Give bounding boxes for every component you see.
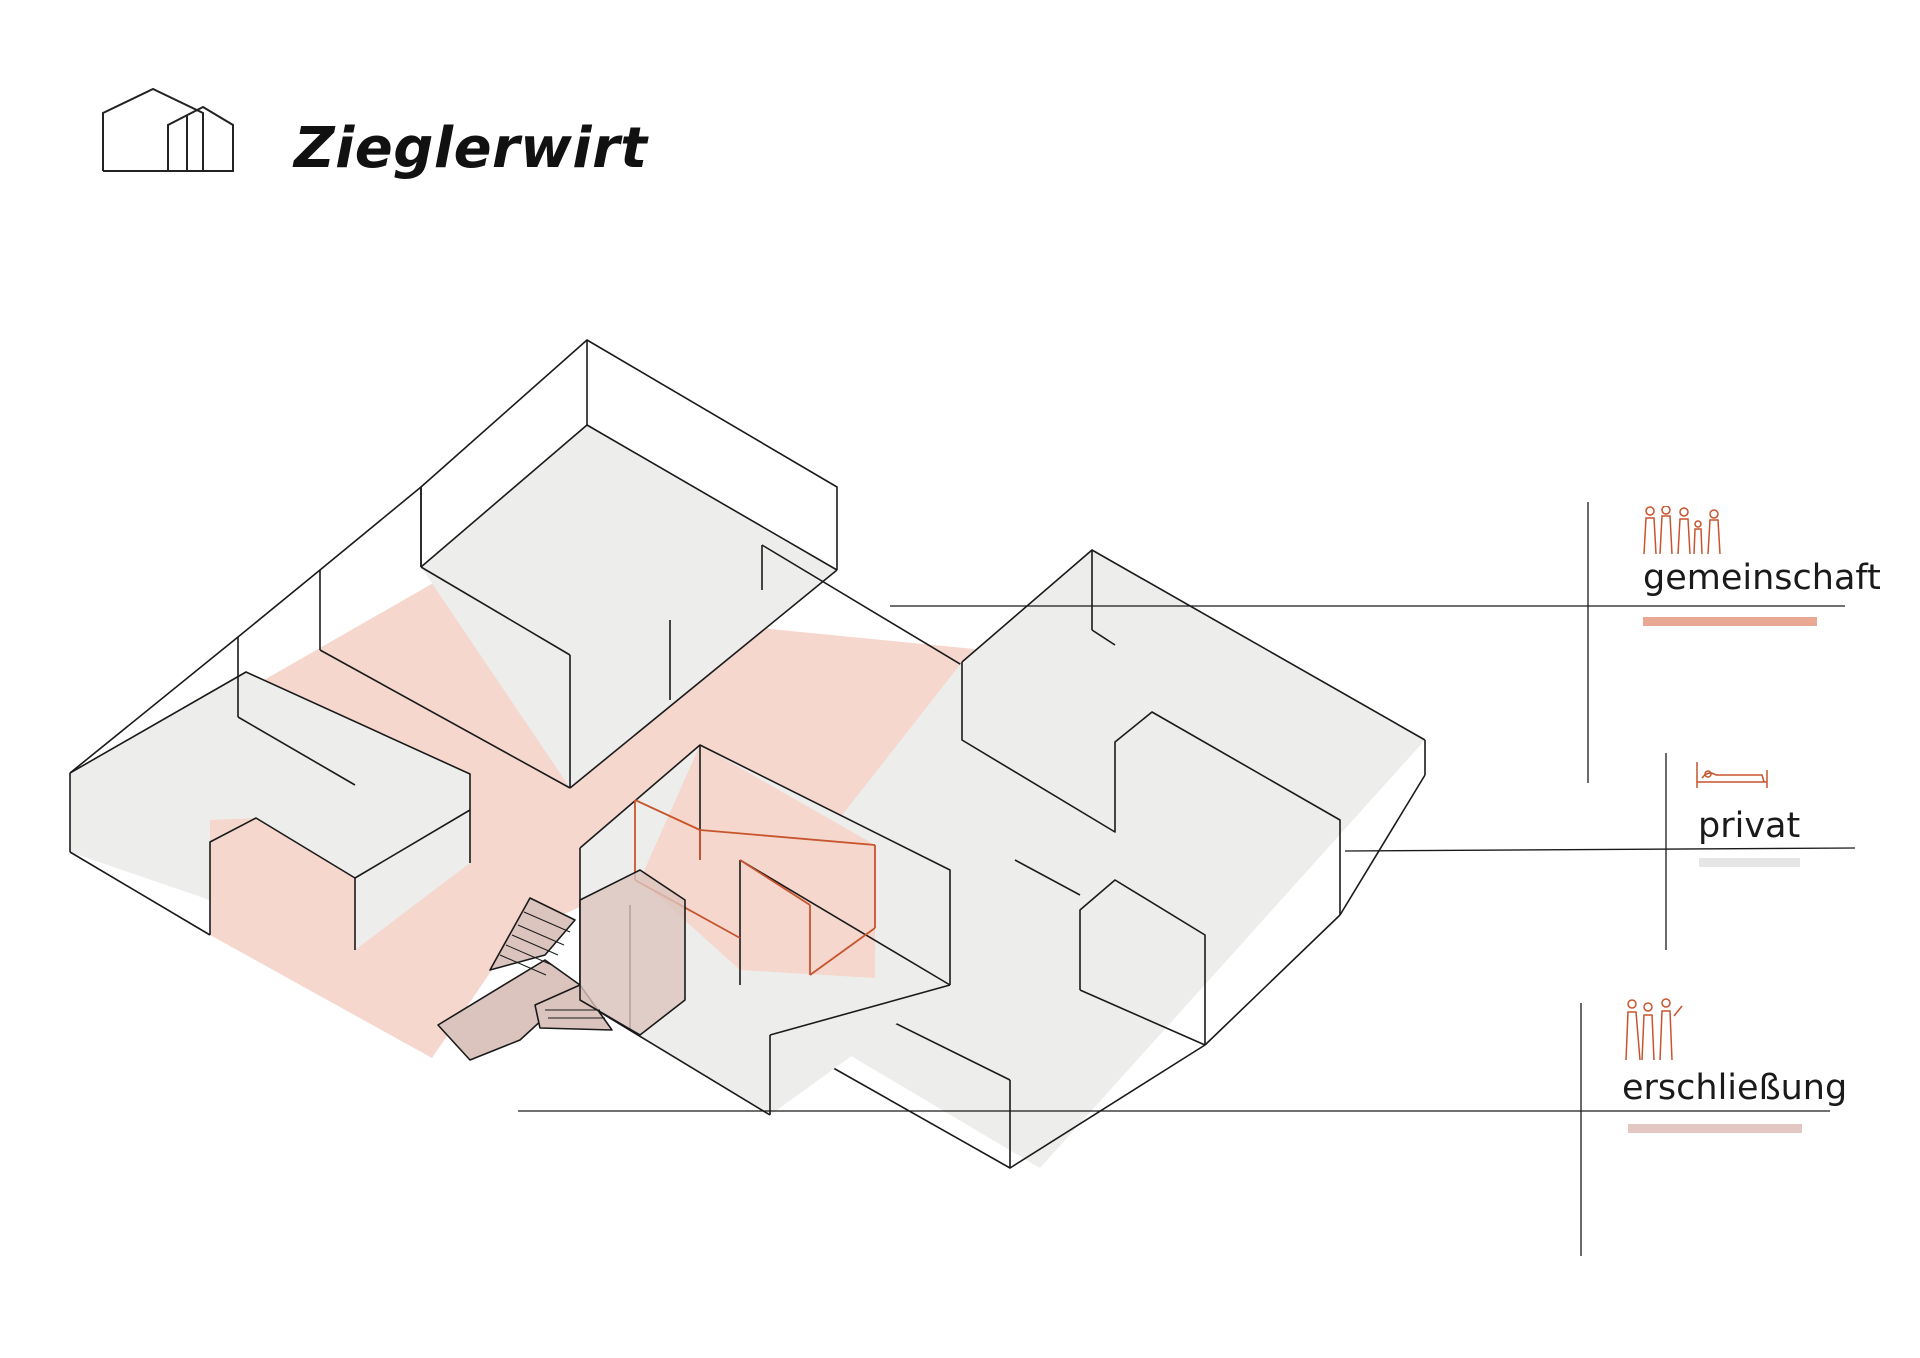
circulation-shaft xyxy=(579,869,686,1036)
stair-lower-flight xyxy=(534,984,613,1031)
house-logo-icon xyxy=(102,88,234,172)
legend-label-gemeinschaft: gemeinschaft xyxy=(1643,558,1881,598)
page-title: Zieglerwirt xyxy=(294,116,648,181)
legend-label-erschliessung: erschließung xyxy=(1622,1068,1848,1108)
people-group-icon xyxy=(1643,506,1721,555)
walking-people-icon xyxy=(1625,998,1683,1061)
leader-privat xyxy=(1344,847,1856,852)
swatch-privat xyxy=(1699,858,1800,867)
legend-label-privat: privat xyxy=(1698,806,1801,846)
stair-flight xyxy=(489,897,576,971)
swatch-gemeinschaft xyxy=(1643,617,1817,626)
bed-person-icon xyxy=(1696,762,1768,788)
swatch-erschliessung xyxy=(1628,1124,1802,1133)
